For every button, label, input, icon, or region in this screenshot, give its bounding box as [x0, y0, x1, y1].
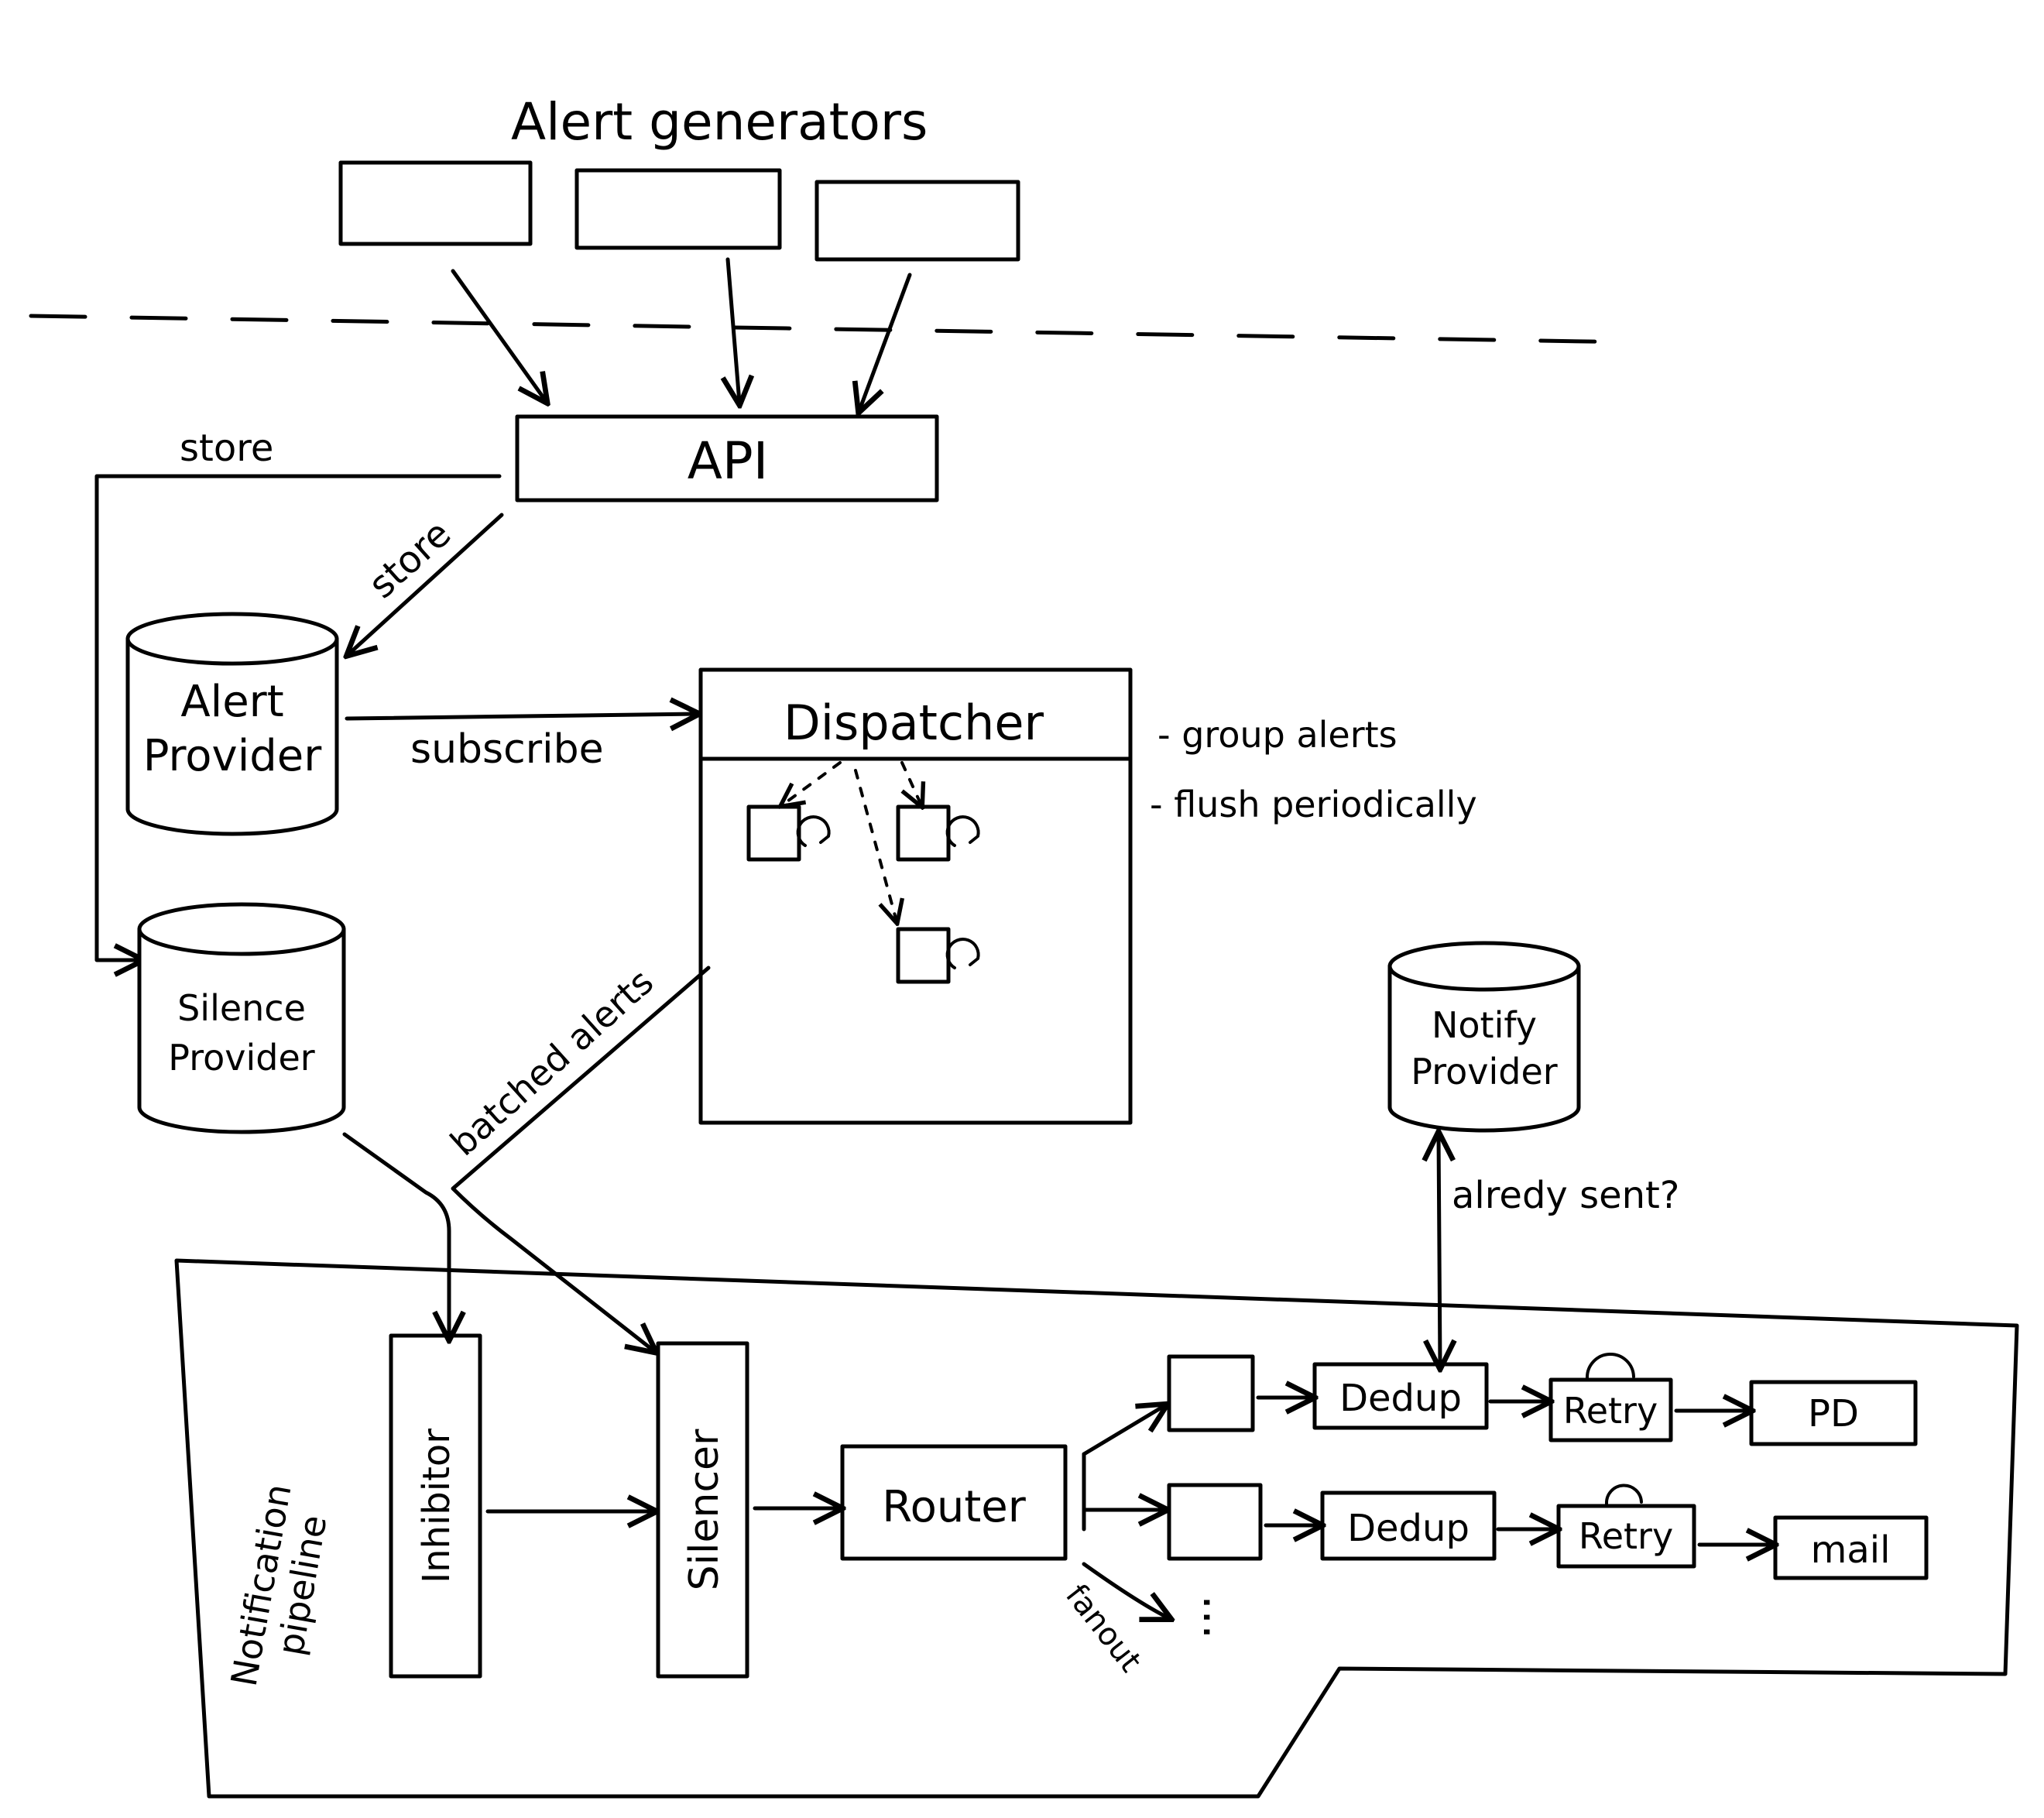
aggregation-group-box: [896, 804, 951, 862]
fanout-arrow-top: [1082, 1405, 1165, 1456]
pd-label: PD: [1808, 1392, 1859, 1436]
aggregation-group-box: [896, 927, 951, 984]
batched-alerts-line: [451, 966, 711, 1351]
notify-provider-label-line1: Notify: [1432, 1004, 1537, 1046]
retry-box: [1548, 1377, 1673, 1442]
dedup-label: Dedup: [1339, 1377, 1462, 1420]
fanout-arrow-more: [1082, 1562, 1169, 1618]
flush-loop-icon: [945, 815, 980, 847]
alert-generator-box: [815, 180, 1020, 262]
silence-provider-to-inhibitor-line: [342, 1132, 449, 1338]
retry-label: Retry: [1563, 1390, 1658, 1432]
dispatcher-groups: [746, 761, 980, 984]
store-label-top: store: [180, 427, 273, 470]
api-box: [515, 414, 939, 503]
batched-alerts-label: batched alerts: [442, 961, 661, 1164]
notify-provider-cylinder: [1387, 941, 1581, 1133]
alert-provider-label-line1: Alert: [180, 677, 283, 727]
generator-to-api-arrow: [859, 273, 912, 410]
retry-box: [1556, 1504, 1696, 1569]
silence-provider-label-line1: Silence: [177, 987, 306, 1029]
pd-box: [1749, 1380, 1918, 1446]
more-routes-ellipsis: ...: [1192, 1595, 1247, 1639]
silencer-label: Silencer: [681, 1429, 728, 1590]
router-box: [840, 1444, 1068, 1561]
inhibitor-label: Inhibitor: [415, 1429, 458, 1583]
fanout-label: fanout: [1058, 1578, 1148, 1679]
generator-to-api-arrow: [728, 257, 739, 403]
subscribe-arrow: [345, 714, 697, 719]
network-boundary: [29, 314, 1636, 345]
alert-generators-title: Alert generators: [511, 92, 928, 152]
mail-box: [1773, 1515, 1929, 1580]
router-label: Router: [882, 1482, 1027, 1532]
dedup-box: [1312, 1362, 1489, 1430]
api-to-alert-provider-arrow: [348, 513, 504, 654]
queue-box: [1167, 1483, 1263, 1561]
alert-provider-label-line2: Provider: [143, 731, 323, 781]
queue-box: [1167, 1354, 1255, 1432]
alert-provider-cylinder: [125, 612, 339, 836]
store-label-diag: store: [361, 512, 460, 607]
alert-generator-box: [338, 160, 533, 246]
alert-generator-box: [574, 168, 782, 250]
notify-provider-label-line2: Provider: [1411, 1051, 1557, 1093]
dedup-notify-provider-line: [1439, 1134, 1440, 1367]
retry-loop-icon: [1604, 1484, 1643, 1505]
flush-loop-icon: [796, 815, 831, 847]
inhibitor-box: [389, 1333, 482, 1679]
generator-to-api-arrow: [451, 269, 546, 401]
mail-label: mail: [1811, 1528, 1891, 1572]
subscribe-label: subscribe: [410, 726, 604, 773]
dispatcher-label: Dispatcher: [784, 695, 1044, 751]
silence-provider-cylinder: [137, 902, 346, 1134]
dedup-box: [1320, 1490, 1497, 1561]
api-to-silence-store-line: [94, 474, 502, 960]
already-sent-label: alredy sent?: [1452, 1174, 1679, 1217]
dispatcher-note-group: - group alerts: [1157, 714, 1398, 756]
silence-provider-label-line2: Provider: [168, 1037, 314, 1079]
alert-generator-boxes: [338, 160, 1020, 262]
retry-loop-icon: [1585, 1353, 1635, 1380]
flush-loop-icon: [945, 938, 980, 969]
dedup-label: Dedup: [1347, 1507, 1470, 1550]
notification-pipeline-boundary: [174, 1258, 2019, 1799]
dispatcher-box: [698, 667, 1133, 1125]
api-label: API: [688, 431, 768, 491]
retry-label: Retry: [1579, 1515, 1673, 1557]
dispatcher-note-flush: - flush periodically: [1150, 784, 1477, 825]
aggregation-group-box: [746, 804, 801, 862]
